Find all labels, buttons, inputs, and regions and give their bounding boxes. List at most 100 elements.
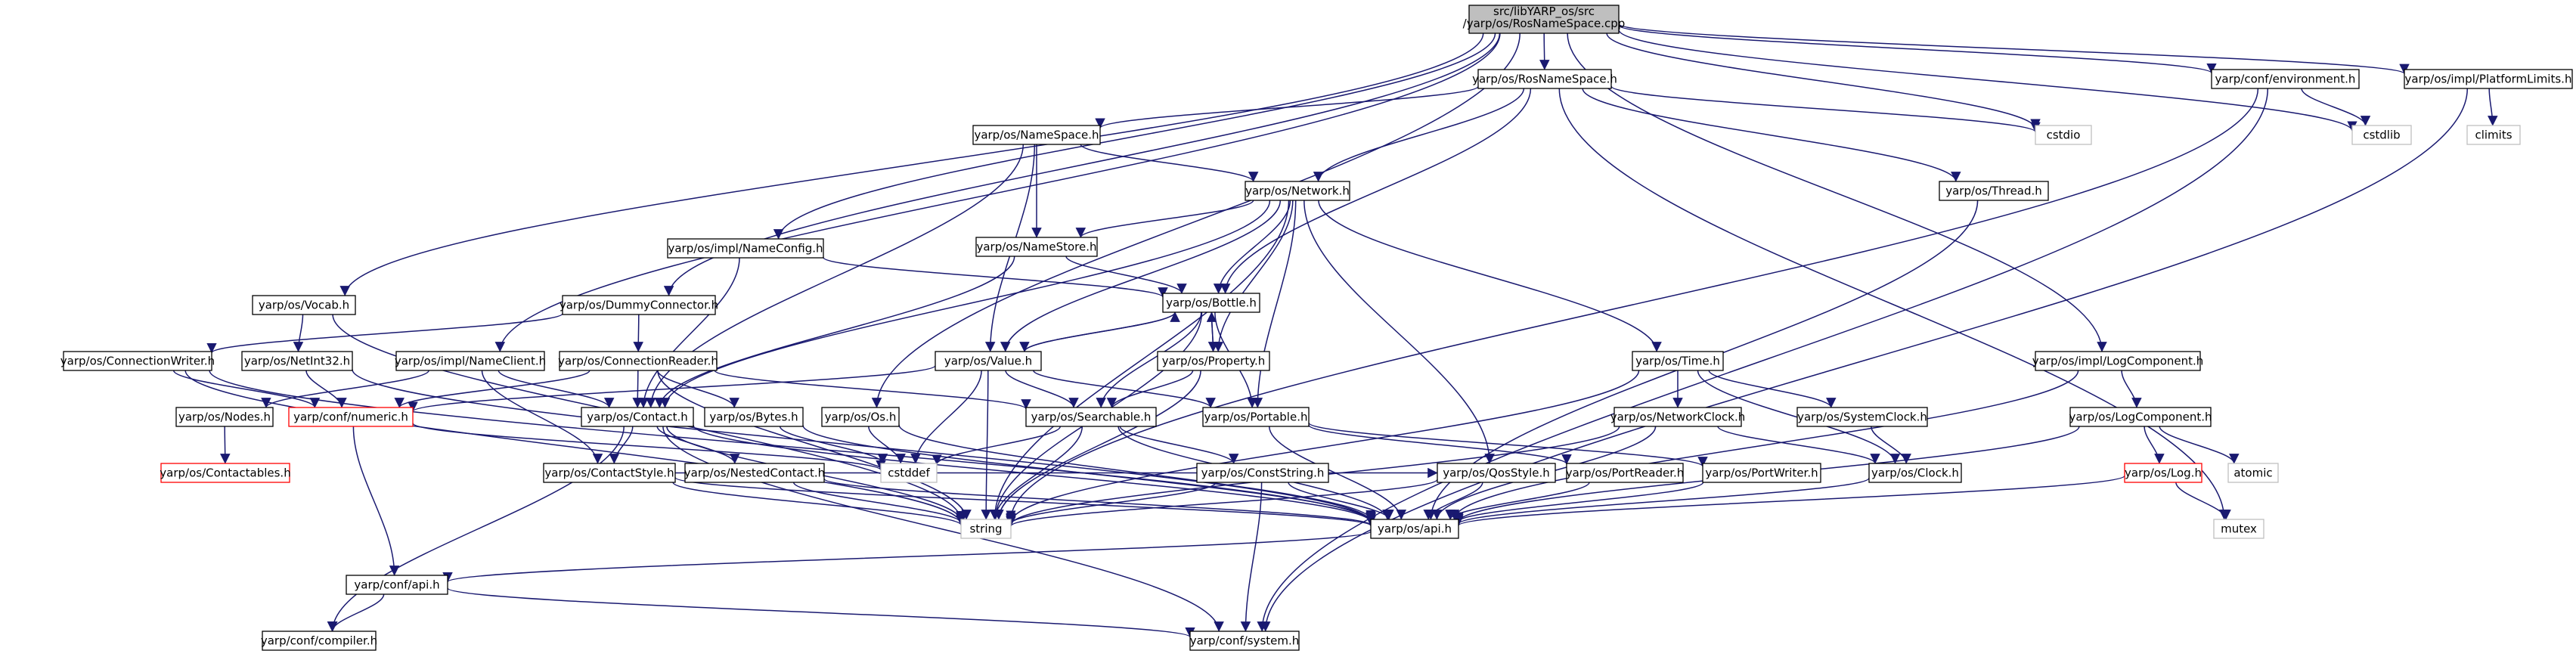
node-atomic-label: atomic (2233, 466, 2272, 480)
node-numeric[interactable]: yarp/conf/numeric.h (288, 407, 414, 427)
edge-time-to-systemclock (1708, 370, 1837, 408)
node-cstddef-box (880, 463, 938, 483)
edge-contact-to-contactstyle (609, 426, 634, 464)
node-bottle[interactable]: yarp/os/Bottle.h (1162, 293, 1260, 313)
edge-connreader-to-searchable (714, 370, 1031, 410)
node-qosstyle-box (1437, 463, 1556, 483)
edge-portwriter-to-osapi (1453, 482, 1704, 522)
edge-connreader-to-bytes (657, 370, 739, 408)
edge-osapi-to-confapi (442, 531, 1372, 583)
node-envh[interactable]: yarp/conf/environment.h (2211, 69, 2360, 89)
node-string: string (960, 519, 1012, 539)
node-confapi[interactable]: yarp/conf/api.h (346, 575, 448, 595)
edge-contactstyle-to-string (672, 482, 966, 526)
node-nestedcontact[interactable]: yarp/os/NestedContact.h (684, 463, 825, 483)
edge-logcomponent-to-log (2144, 426, 2165, 464)
edge-vocab-to-netint32 (293, 314, 304, 352)
node-qosstyle[interactable]: yarp/os/QosStyle.h (1437, 463, 1556, 483)
node-network[interactable]: yarp/os/Network.h (1245, 181, 1350, 201)
node-system-label: yarp/conf/system.h (1190, 634, 1300, 648)
node-cstdio-box (2035, 125, 2092, 145)
node-dummyconn[interactable]: yarp/os/DummyConnector.h (560, 295, 718, 315)
edge-root-to-vocab (339, 33, 1484, 296)
node-connreader[interactable]: yarp/os/ConnectionReader.h (558, 351, 718, 371)
node-osapi[interactable]: yarp/os/api.h (1370, 519, 1459, 539)
node-connwriter[interactable]: yarp/os/ConnectionWriter.h (60, 351, 215, 371)
node-searchable[interactable]: yarp/os/Searchable.h (1025, 407, 1157, 427)
node-string-box (960, 519, 1012, 539)
node-root: src/libYARP_os/src/yarp/os/RosNameSpace.… (1463, 5, 1626, 34)
node-time-box (1632, 351, 1724, 371)
node-thread[interactable]: yarp/os/Thread.h (1939, 181, 2049, 201)
node-climits-label: climits (2475, 129, 2512, 142)
node-cstdlib-box (2351, 125, 2412, 145)
node-logcomp_impl[interactable]: yarp/os/impl/LogComponent.h (2032, 351, 2204, 371)
node-root-label2: /yarp/os/RosNameSpace.cpp (1463, 17, 1626, 30)
node-networkclock[interactable]: yarp/os/NetworkClock.h (1610, 407, 1746, 427)
node-logcomp_impl-label: yarp/os/impl/LogComponent.h (2032, 355, 2204, 368)
node-platf[interactable]: yarp/os/impl/PlatformLimits.h (2404, 69, 2573, 89)
node-portable[interactable]: yarp/os/Portable.h (1202, 407, 1310, 427)
edge-namestore-to-contact (654, 256, 1015, 408)
edge-root-to-nameclient (494, 33, 1501, 352)
node-portwriter[interactable]: yarp/os/PortWriter.h (1702, 463, 1821, 483)
node-log[interactable]: yarp/os/Log.h (2124, 463, 2202, 483)
node-vocab[interactable]: yarp/os/Vocab.h (252, 295, 356, 315)
edge-bottle-to-searchable (1096, 311, 1202, 408)
node-time-label: yarp/os/Time.h (1635, 355, 1720, 368)
node-cstdio: cstdio (2035, 125, 2092, 145)
node-logcomponent-box (2069, 407, 2212, 427)
edge-log-to-osapi (1453, 475, 2125, 526)
node-searchable-box (1025, 407, 1157, 427)
node-nameconfig[interactable]: yarp/os/impl/NameConfig.h (667, 238, 824, 259)
node-contact[interactable]: yarp/os/Contact.h (581, 407, 694, 427)
node-clock-label: yarp/os/Clock.h (1871, 466, 1959, 480)
node-compiler[interactable]: yarp/conf/compiler.h (261, 631, 377, 651)
edge-clock-to-osapi (1453, 477, 1870, 525)
node-os[interactable]: yarp/os/Os.h (821, 407, 900, 427)
edge-connreader-to-numeric (394, 370, 591, 408)
node-contactstyle[interactable]: yarp/os/ContactStyle.h (543, 463, 676, 483)
node-system[interactable]: yarp/conf/system.h (1189, 631, 1300, 651)
node-atomic: atomic (2227, 463, 2279, 483)
node-logcomp_impl-box (2035, 351, 2201, 371)
node-mutex-box (2213, 519, 2264, 539)
edge-nameclient-to-contact (498, 370, 615, 408)
node-nestedcontact-box (684, 463, 825, 483)
node-contactstyle-label: yarp/os/ContactStyle.h (544, 466, 674, 480)
node-conststring[interactable]: yarp/os/ConstString.h (1196, 463, 1329, 483)
edge-root-to-os (871, 33, 1520, 408)
node-network-box (1245, 181, 1350, 201)
edge-root-to-rosns (1539, 33, 1550, 70)
edge-value-to-portable (1033, 370, 1216, 408)
node-nameclient[interactable]: yarp/os/impl/NameClient.h (395, 351, 546, 371)
node-contactables-label: yarp/os/Contactables.h (160, 466, 290, 480)
edge-networkclock-to-clock (1717, 426, 1880, 464)
node-rosns[interactable]: yarp/os/RosNameSpace.h (1472, 69, 1617, 89)
node-confapi-label: yarp/conf/api.h (354, 578, 439, 592)
node-namespace[interactable]: yarp/os/NameSpace.h (972, 125, 1101, 145)
node-systemclock[interactable]: yarp/os/SystemClock.h (1796, 407, 1928, 427)
node-logcomponent[interactable]: yarp/os/LogComponent.h (2069, 407, 2212, 427)
node-log-box (2124, 463, 2202, 483)
node-nodes[interactable]: yarp/os/Nodes.h (175, 407, 274, 427)
node-mutex: mutex (2213, 519, 2264, 539)
node-cstddef: cstddef (880, 463, 938, 483)
edge-network-to-namestore (1075, 200, 1254, 238)
node-property[interactable]: yarp/os/Property.h (1157, 351, 1270, 371)
edge-contactstyle-to-osapi (674, 476, 1376, 527)
node-portwriter-label: yarp/os/PortWriter.h (1705, 466, 1818, 480)
node-clock[interactable]: yarp/os/Clock.h (1868, 463, 1962, 483)
node-contactables[interactable]: yarp/os/Contactables.h (160, 463, 291, 483)
node-namestore[interactable]: yarp/os/NameStore.h (975, 237, 1098, 257)
edge-time-to-string (1006, 370, 1640, 524)
edge-nestedcontact-to-osapi (823, 478, 1376, 526)
node-portreader[interactable]: yarp/os/PortReader.h (1566, 463, 1685, 483)
node-value[interactable]: yarp/os/Value.h (935, 351, 1042, 371)
node-bytes[interactable]: yarp/os/Bytes.h (704, 407, 804, 427)
node-os-box (821, 407, 900, 427)
node-rosns-label: yarp/os/RosNameSpace.h (1472, 73, 1617, 86)
node-time[interactable]: yarp/os/Time.h (1632, 351, 1724, 371)
edge-envh-to-string (1006, 88, 2259, 521)
node-netint32[interactable]: yarp/os/NetInt32.h (241, 351, 353, 371)
